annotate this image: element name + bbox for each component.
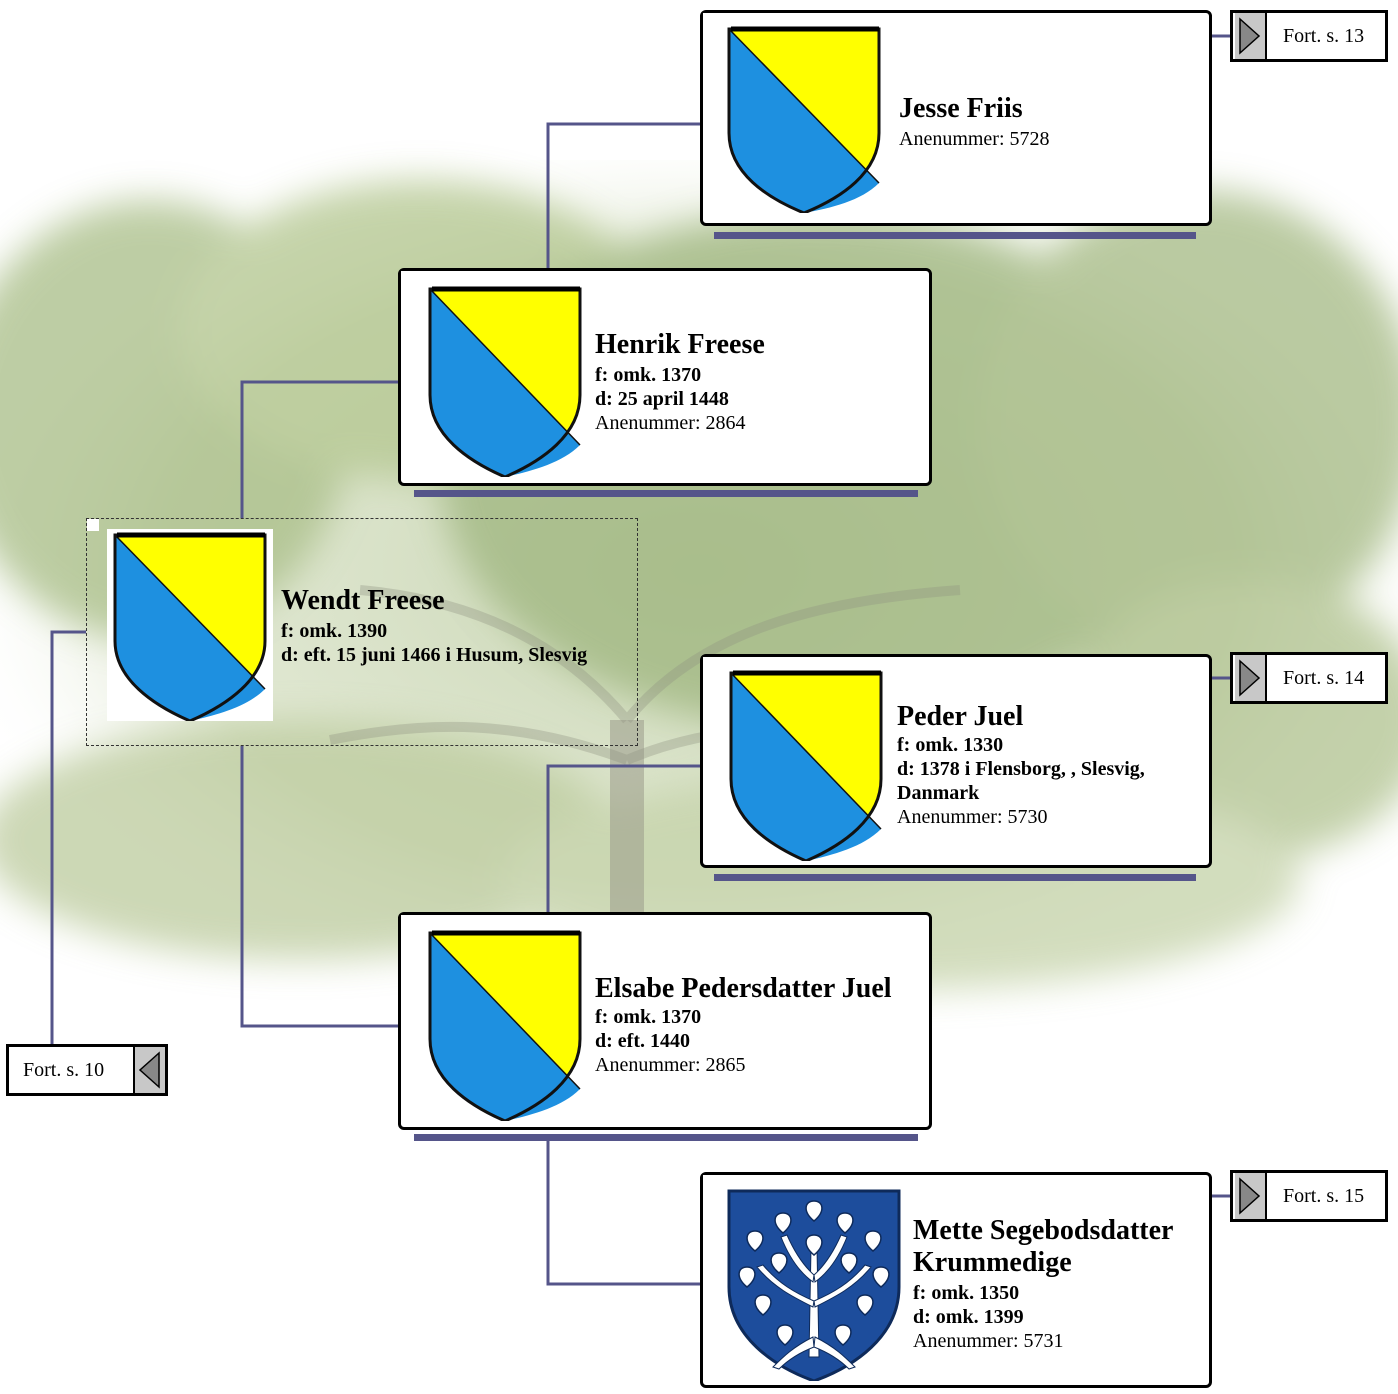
triangle-left-icon (133, 1047, 165, 1093)
person-name: Mette Segebodsdatter Krummedige (913, 1215, 1173, 1278)
birth-line: f: omk. 1390 (281, 620, 388, 642)
person-card-henrik-freese[interactable]: Henrik Freese f: omk. 1370 d: 25 april 1… (398, 268, 932, 486)
death-line: d: eft. 1440 (595, 1030, 690, 1052)
death-line: d: 25 april 1448 (595, 388, 729, 410)
birth-line: f: omk. 1370 (595, 364, 702, 386)
card-shadow (414, 1134, 918, 1141)
triangle-right-icon (1235, 1173, 1267, 1219)
anenummer: Anenummer: 5731 (913, 1330, 1064, 1352)
anenummer: Anenummer: 5730 (897, 806, 1048, 828)
continuation-link-page-13[interactable]: Fort. s. 13 (1230, 10, 1388, 62)
triangle-right-icon (1235, 13, 1267, 59)
person-card-peder-juel[interactable]: Peder Juel f: omk. 1330 d: 1378 i Flensb… (700, 654, 1212, 868)
death-line: d: eft. 15 juni 1466 i Husum, Slesvig (281, 644, 588, 666)
person-name: Jesse Friis (899, 93, 1023, 124)
person-name: Wendt Freese (281, 585, 445, 616)
continuation-link-page-15[interactable]: Fort. s. 15 (1230, 1170, 1388, 1222)
shield-per-bend-yellow-blue-icon (721, 23, 887, 215)
shield-per-bend-yellow-blue-icon (107, 529, 273, 723)
person-card-elsabe-pedersdatter-juel[interactable]: Elsabe Pedersdatter Juel f: omk. 1370 d:… (398, 912, 932, 1130)
continuation-link-page-14[interactable]: Fort. s. 14 (1230, 652, 1388, 704)
card-shadow (714, 874, 1196, 881)
person-name: Henrik Freese (595, 329, 765, 360)
death-line: d: 1378 i Flensborg, , Slesvig, Danmark (897, 758, 1145, 804)
shield-per-bend-yellow-blue-icon (422, 283, 588, 479)
continuation-label: Fort. s. 14 (1283, 667, 1365, 689)
continuation-label: Fort. s. 10 (23, 1059, 105, 1081)
person-name: Elsabe Pedersdatter Juel (595, 973, 892, 1004)
anenummer: Anenummer: 2864 (595, 412, 746, 434)
person-card-jesse-friis[interactable]: Jesse Friis Anenummer: 5728 (700, 10, 1212, 226)
card-shadow (414, 490, 918, 497)
anenummer: Anenummer: 2865 (595, 1054, 746, 1076)
person-name: Peder Juel (897, 701, 1024, 732)
shield-per-bend-yellow-blue-icon (422, 927, 588, 1123)
birth-line: f: omk. 1330 (897, 734, 1004, 756)
anenummer: Anenummer: 5728 (899, 128, 1050, 150)
shield-tree-icon (723, 1187, 905, 1383)
shield-per-bend-yellow-blue-icon (723, 667, 889, 863)
birth-line: f: omk. 1350 (913, 1282, 1020, 1304)
birth-line: f: omk. 1370 (595, 1006, 702, 1028)
person-card-wendt-freese[interactable]: Wendt Freese f: omk. 1390 d: eft. 15 jun… (86, 518, 638, 746)
card-shadow (714, 232, 1196, 239)
death-line: d: omk. 1399 (913, 1306, 1024, 1328)
triangle-right-icon (1235, 655, 1267, 701)
continuation-label: Fort. s. 13 (1283, 25, 1365, 47)
continuation-link-page-10[interactable]: Fort. s. 10 (6, 1044, 168, 1096)
continuation-label: Fort. s. 15 (1283, 1185, 1365, 1207)
person-card-mette-segebodsdatter-krummedige[interactable]: Mette Segebodsdatter Krummedige f: omk. … (700, 1172, 1212, 1388)
